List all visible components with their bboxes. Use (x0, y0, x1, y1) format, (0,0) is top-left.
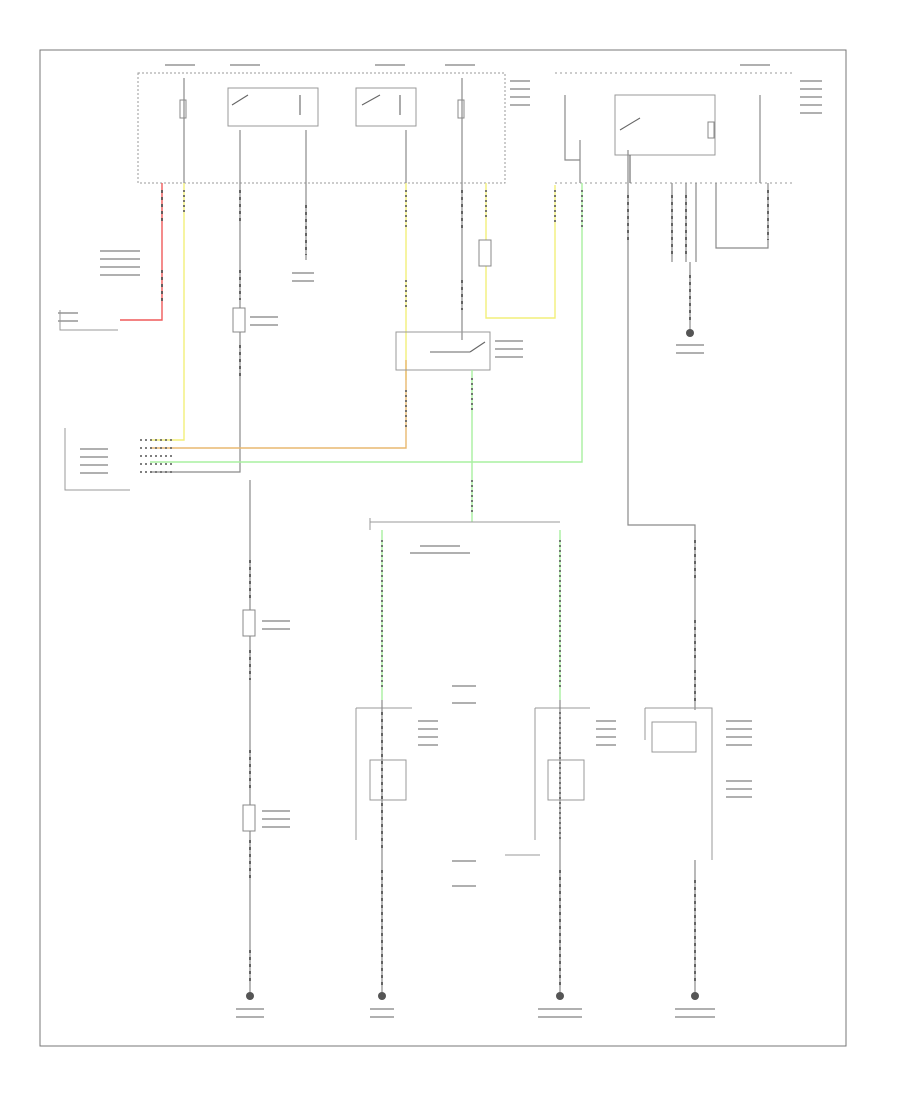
junction-block-left (137, 64, 530, 184)
diagram-border (39, 49, 847, 1047)
fuse-2 (457, 99, 465, 119)
wire-orange (150, 360, 407, 449)
wire-gray-1 (150, 183, 241, 473)
ground-5 (686, 329, 694, 337)
fuse-1 (179, 99, 187, 119)
junction-block-right (555, 64, 822, 184)
control-module (644, 707, 752, 860)
wire-yellow-1 (150, 183, 185, 441)
wire-red (120, 183, 163, 321)
switch-module (395, 331, 523, 371)
sensor-right (452, 707, 616, 887)
ground-3 (556, 992, 564, 1000)
ground-4 (691, 992, 699, 1000)
wire-green-1 (150, 183, 583, 463)
ground-1 (246, 992, 254, 1000)
connector-left (58, 310, 175, 491)
ground-2 (378, 992, 386, 1000)
sensor-left (355, 685, 476, 840)
